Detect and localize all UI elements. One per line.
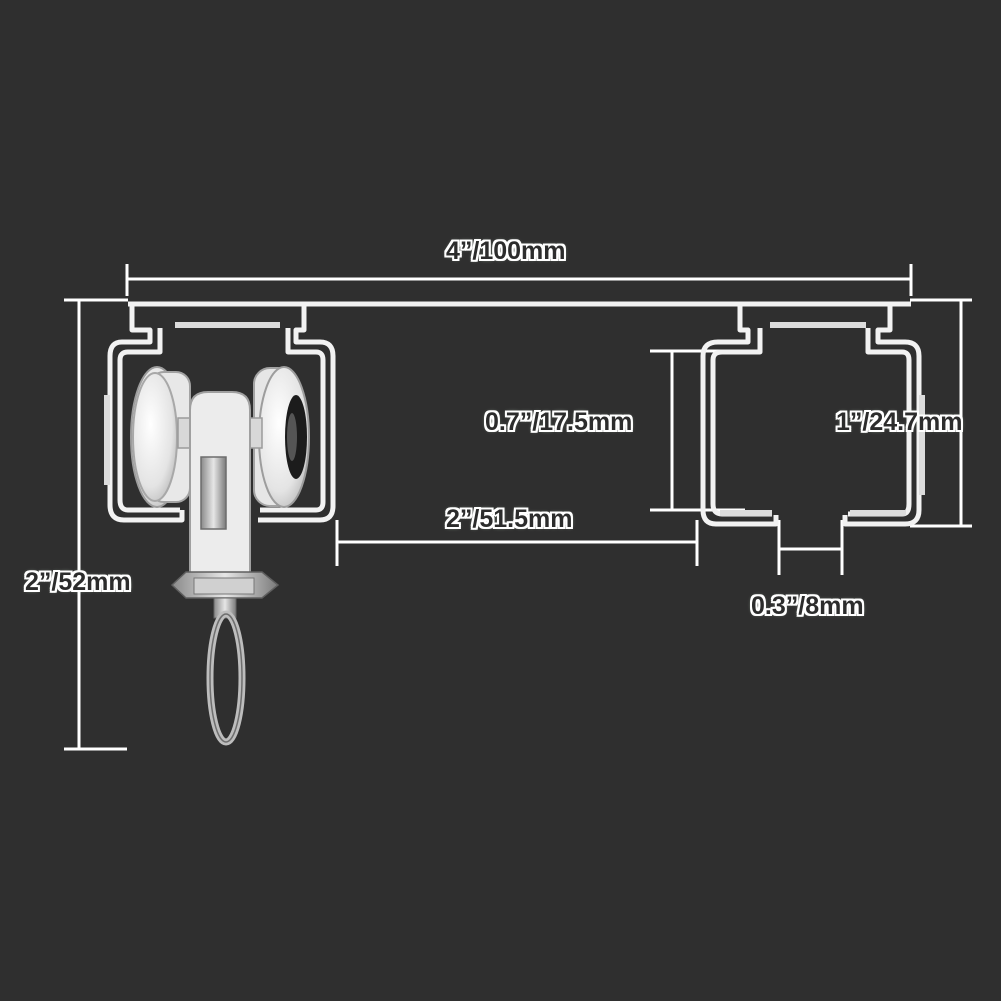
total-height-label: 2”/52mm (25, 568, 131, 596)
left-wheel (130, 366, 191, 508)
width-label: 4”/100mm (446, 237, 566, 265)
track-left-channel-inner (117, 328, 326, 513)
right-wheel (253, 366, 310, 508)
track-serrations (104, 322, 925, 516)
slot-label: 0.3”/8mm (751, 592, 864, 620)
track-left-channel (107, 306, 336, 523)
hanger-plate (200, 456, 227, 530)
outer-height-label: 1”/24.7mm (836, 408, 963, 436)
dimension-lines (64, 264, 972, 751)
inner-height-label: 0.7”/17.5mm (485, 408, 633, 436)
roller-carriage (130, 366, 310, 746)
gap-label: 2”/51.5mm (446, 505, 573, 533)
track-right-channel (700, 306, 922, 527)
